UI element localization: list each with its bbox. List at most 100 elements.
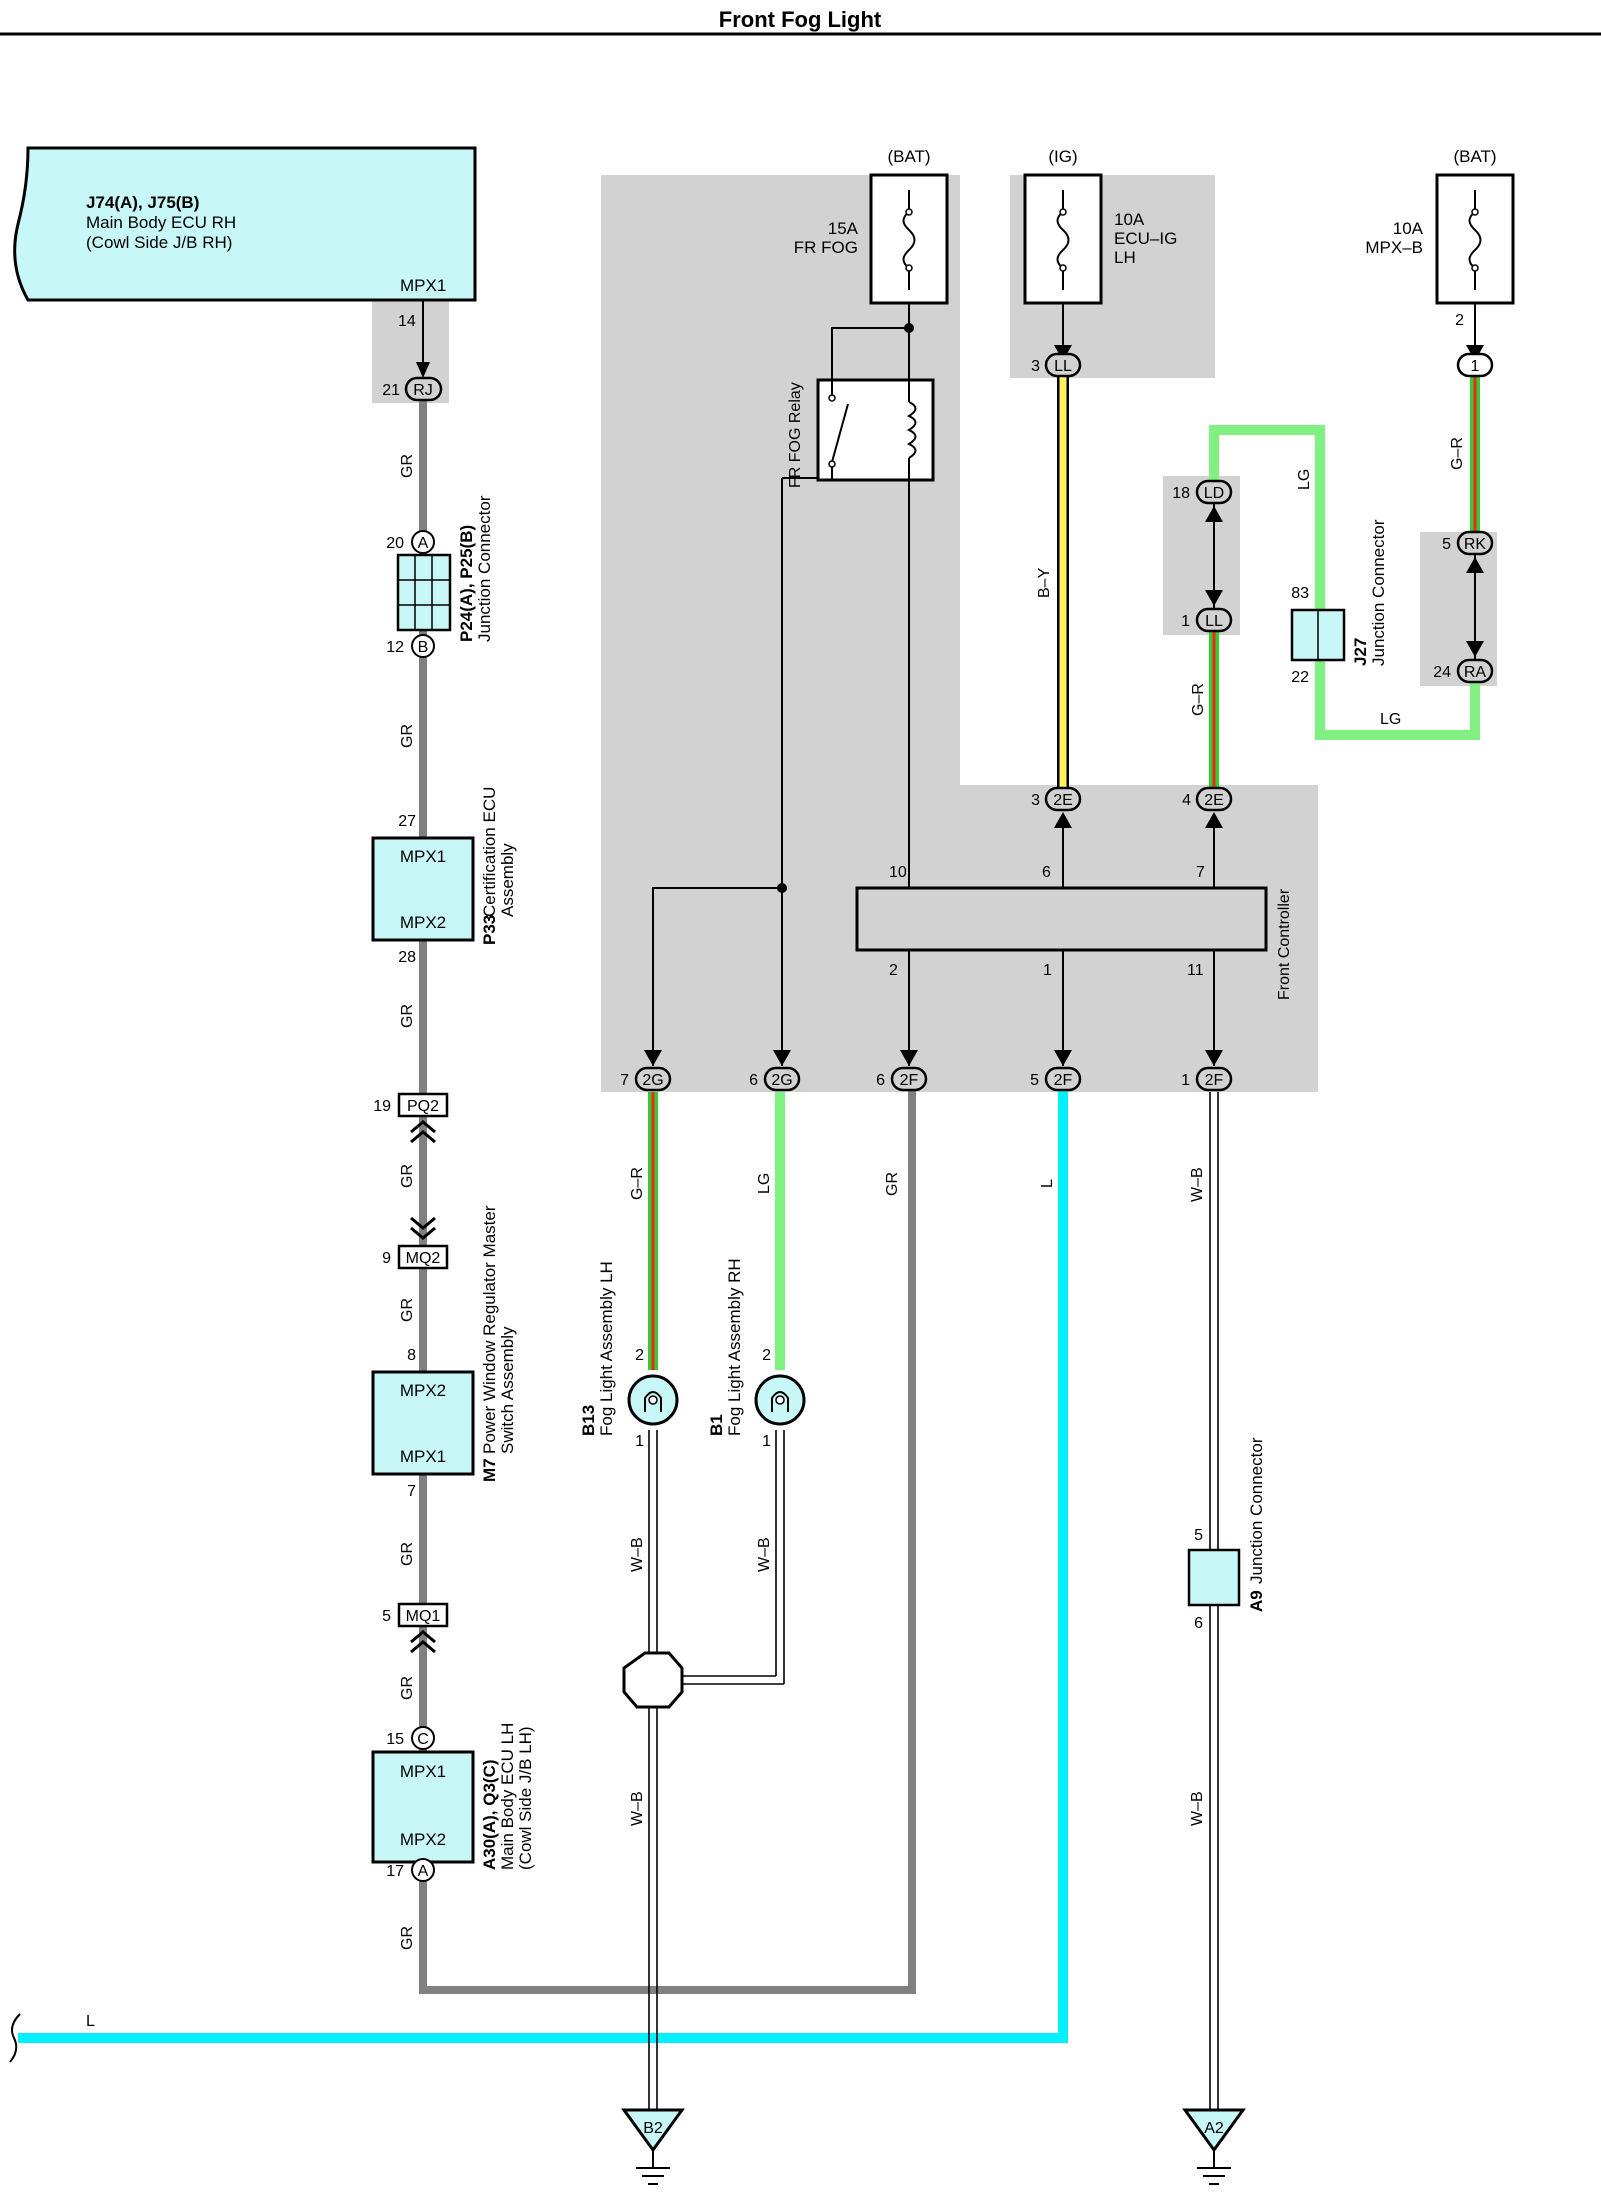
connector-mq2: MQ2 9 (382, 1216, 449, 1270)
ecu-rh-code: J74(A), J75(B) (86, 193, 199, 212)
svg-text:L: L (1039, 1179, 1056, 1188)
wires (18, 300, 1480, 2110)
svg-text:6: 6 (876, 1072, 885, 1089)
page-title: Front Fog Light (719, 7, 882, 32)
svg-text:Junction Connector: Junction Connector (1369, 519, 1388, 666)
main-body-ecu-rh: J74(A), J75(B) Main Body ECU RH (Cowl Si… (13, 146, 477, 330)
connector-1: 1 (1456, 345, 1494, 378)
connector-row-2g-2f: 2G 7 2G 6 2F 6 2F 5 2F 1 (620, 1050, 1233, 1092)
fog-light-rh-b1: 2 1 B1 Fog Light Assembly RH (707, 1258, 806, 1450)
svg-text:5: 5 (1030, 1072, 1039, 1089)
svg-text:19: 19 (373, 1098, 391, 1115)
svg-text:FR FOG: FR FOG (794, 238, 858, 257)
ecu-rh-pin: 14 (398, 313, 416, 330)
svg-text:11: 11 (1187, 962, 1204, 979)
svg-text:L: L (86, 2013, 95, 2030)
front-controller: 10 6 7 2 1 11 Front Controller (855, 864, 1293, 1000)
svg-text:20: 20 (386, 535, 404, 552)
connector-rk-ra: RK 5 RA 24 (1433, 530, 1494, 684)
svg-text:LG: LG (1296, 469, 1313, 490)
svg-text:9: 9 (382, 1250, 391, 1267)
svg-text:GR: GR (399, 1676, 416, 1700)
svg-text:B: B (418, 639, 429, 656)
svg-text:1: 1 (635, 1433, 644, 1450)
svg-text:(IG): (IG) (1048, 147, 1077, 166)
svg-text:W–B: W–B (629, 1791, 646, 1826)
svg-text:MPX2: MPX2 (400, 1381, 446, 1400)
svg-text:W–B: W–B (756, 1537, 773, 1572)
svg-text:LL: LL (1054, 358, 1072, 375)
svg-text:1: 1 (1181, 613, 1190, 630)
svg-text:Certification ECU: Certification ECU (480, 787, 499, 917)
svg-text:B–Y: B–Y (1036, 567, 1053, 598)
fuse-ecu-ig: (IG) 10A ECU–IG LH (1023, 147, 1177, 305)
svg-text:W–B: W–B (629, 1537, 646, 1572)
connector-ll-top: LL 3 (1031, 345, 1082, 378)
ground-a2: A2 (1182, 2108, 1246, 2185)
svg-text:17: 17 (386, 1863, 404, 1880)
svg-text:A9: A9 (1247, 1590, 1266, 1612)
svg-text:2: 2 (1455, 312, 1464, 329)
svg-text:7: 7 (1196, 864, 1205, 881)
svg-text:G–R: G–R (629, 1167, 646, 1200)
svg-text:B13: B13 (579, 1405, 598, 1436)
shaded-areas (372, 175, 1497, 1092)
svg-text:PQ2: PQ2 (407, 1098, 439, 1115)
ground-b2: B2 (621, 2108, 685, 2185)
fr-fog-relay: FR FOG Relay (787, 378, 935, 488)
left-wire-labels: GR GR GR GR GR GR GR GR (399, 454, 416, 1950)
svg-text:Fog Light Assembly RH: Fog Light Assembly RH (725, 1258, 744, 1436)
svg-text:GR: GR (399, 454, 416, 478)
svg-text:5: 5 (382, 1608, 391, 1625)
ecu-rh-sub: (Cowl Side J/B RH) (86, 233, 232, 252)
svg-text:10A: 10A (1114, 210, 1145, 229)
svg-text:Main Body ECU LH: Main Body ECU LH (498, 1723, 517, 1870)
svg-text:GR: GR (884, 1172, 901, 1196)
svg-text:Front Controller: Front Controller (1276, 888, 1293, 1000)
connector-ld-ll: LD 18 LL 1 (1172, 479, 1233, 633)
svg-text:6: 6 (1042, 864, 1051, 881)
svg-text:B2: B2 (643, 2120, 663, 2137)
svg-text:Power Window Regulator Master: Power Window Regulator Master (480, 1205, 499, 1454)
svg-text:GR: GR (399, 1298, 416, 1322)
main-body-ecu-lh: C 15 MPX1 MPX2 A 17 A30(A), Q3(C) Main B… (371, 1723, 535, 1882)
svg-text:8: 8 (407, 1347, 416, 1364)
svg-text:MQ2: MQ2 (406, 1250, 441, 1267)
svg-text:A2: A2 (1204, 2120, 1224, 2137)
svg-text:LG: LG (1380, 711, 1401, 728)
svg-text:W–B: W–B (1189, 1791, 1206, 1826)
svg-text:15: 15 (386, 1731, 404, 1748)
svg-text:Junction Connector: Junction Connector (1247, 1437, 1266, 1584)
svg-text:MPX1: MPX1 (400, 1762, 446, 1781)
svg-text:Switch Assembly: Switch Assembly (498, 1326, 517, 1454)
svg-text:Fog Light Assembly LH: Fog Light Assembly LH (597, 1261, 616, 1436)
svg-text:2: 2 (762, 1347, 771, 1364)
svg-text:2E: 2E (1053, 792, 1073, 809)
svg-text:M7: M7 (480, 1458, 499, 1482)
junction-connector-p24: A 20 B 12 P24(A), P25(B) Junction Connec… (386, 495, 494, 658)
svg-text:GR: GR (399, 1542, 416, 1566)
svg-text:G–R: G–R (1190, 683, 1207, 716)
svg-text:GR: GR (399, 1926, 416, 1950)
svg-text:LH: LH (1114, 248, 1136, 267)
svg-text:10A: 10A (1393, 219, 1424, 238)
svg-text:C: C (417, 1731, 429, 1748)
svg-text:MPX–B: MPX–B (1365, 238, 1423, 257)
fuse-mpx-b: (BAT) 10A MPX–B 2 (1365, 147, 1515, 329)
svg-text:P24(A), P25(B): P24(A), P25(B) (457, 525, 476, 642)
svg-text:MQ1: MQ1 (406, 1608, 441, 1625)
splice-octagon (622, 1651, 684, 1709)
svg-text:RK: RK (1464, 536, 1487, 553)
svg-text:P33: P33 (480, 915, 499, 945)
svg-text:GR: GR (399, 724, 416, 748)
connector-rj: RJ 21 (382, 362, 443, 402)
certification-ecu-p33: 27 MPX1 MPX2 28 P33 Certification ECU As… (371, 787, 517, 966)
svg-text:7: 7 (407, 1483, 416, 1500)
svg-text:2F: 2F (1205, 1072, 1224, 1089)
svg-text:G–R: G–R (1449, 437, 1466, 470)
svg-text:6: 6 (749, 1072, 758, 1089)
svg-text:ECU–IG: ECU–IG (1114, 229, 1177, 248)
svg-text:MPX1: MPX1 (400, 1447, 446, 1466)
wire-break-symbol (9, 2013, 21, 2063)
